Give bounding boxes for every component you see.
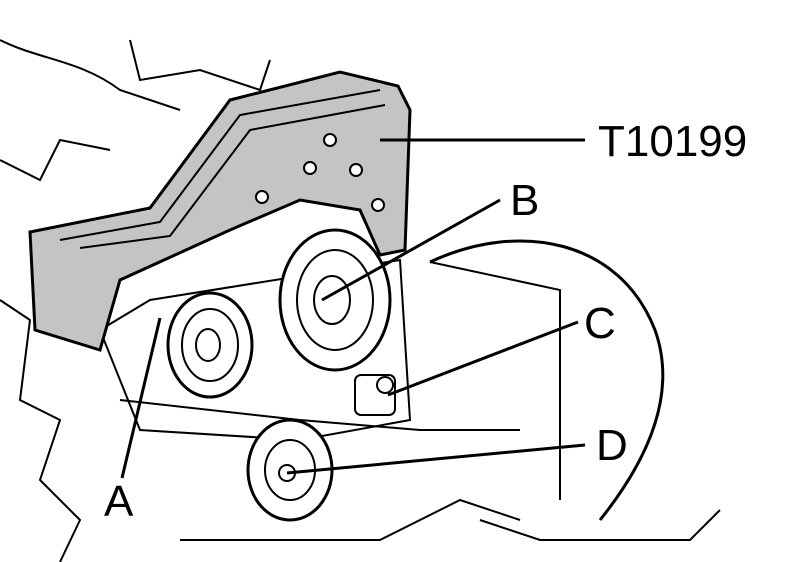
label-d: D [596, 421, 628, 470]
leader-line-a [120, 317, 162, 479]
tool-plate [28, 70, 412, 352]
bolt-c [354, 374, 396, 416]
label-b: B [510, 176, 539, 225]
camshaft-pulley-left [166, 291, 254, 399]
camshaft-pulley-b [278, 228, 392, 372]
label-a: A [104, 477, 134, 526]
leader-line-c [387, 320, 579, 397]
engine-outline [0, 39, 721, 562]
label-c: C [584, 299, 616, 348]
label-t10199: T10199 [598, 117, 747, 166]
leader-line-b [321, 198, 501, 302]
tool-plate-t10199 [28, 70, 412, 352]
leader-line-d [286, 443, 586, 475]
